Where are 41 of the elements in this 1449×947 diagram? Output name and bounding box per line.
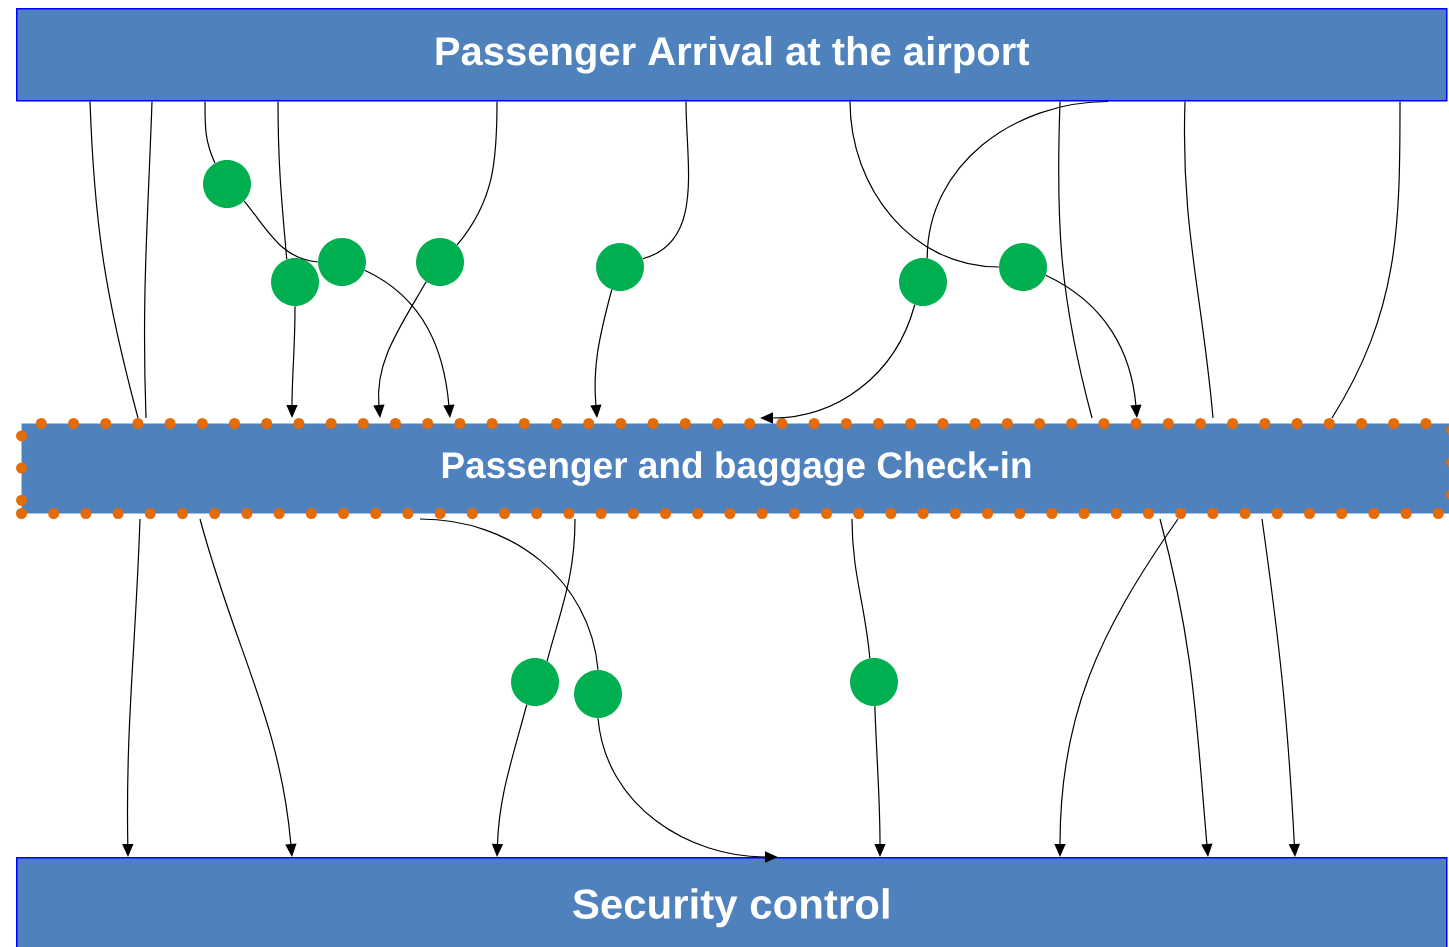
arrow (874, 705, 886, 857)
connector-line (89, 100, 139, 419)
connector-line (1058, 100, 1093, 419)
connector-line (849, 100, 1000, 268)
circle-marker (850, 658, 898, 706)
connector-line (277, 100, 288, 260)
arrow (1045, 274, 1142, 418)
connector-line (243, 200, 319, 263)
circle-marker (574, 670, 622, 718)
circle-marker (416, 238, 464, 286)
arrow (373, 281, 427, 418)
arrow (364, 269, 455, 418)
arrow (122, 518, 141, 857)
connector-line (419, 518, 599, 671)
circle-marker (318, 238, 366, 286)
connector-line (926, 100, 1109, 259)
connector-line (204, 100, 216, 164)
connector-line (456, 100, 498, 246)
circle-marker (899, 258, 947, 306)
connector-line (642, 100, 690, 260)
circle-marker (203, 160, 251, 208)
process-band: Passenger and baggage Check-in (16, 418, 1449, 519)
circle-marker (596, 243, 644, 291)
arrow (597, 717, 778, 863)
circle-marker (511, 658, 559, 706)
arrow (286, 305, 298, 418)
connector-line (143, 100, 153, 419)
arrow (199, 518, 297, 857)
arrow (1261, 518, 1300, 857)
connector-line (546, 518, 576, 662)
arrow (1054, 518, 1179, 857)
process-band: Security control (16, 857, 1448, 947)
connector-line (851, 518, 871, 659)
arrow (1159, 518, 1213, 857)
circle-marker (271, 258, 319, 306)
connector-line (1331, 100, 1401, 419)
arrow (590, 289, 613, 418)
process-band: Passenger Arrival at the airport (16, 8, 1448, 102)
circle-marker (999, 243, 1047, 291)
arrow (760, 304, 916, 424)
connector-line (1183, 100, 1214, 419)
